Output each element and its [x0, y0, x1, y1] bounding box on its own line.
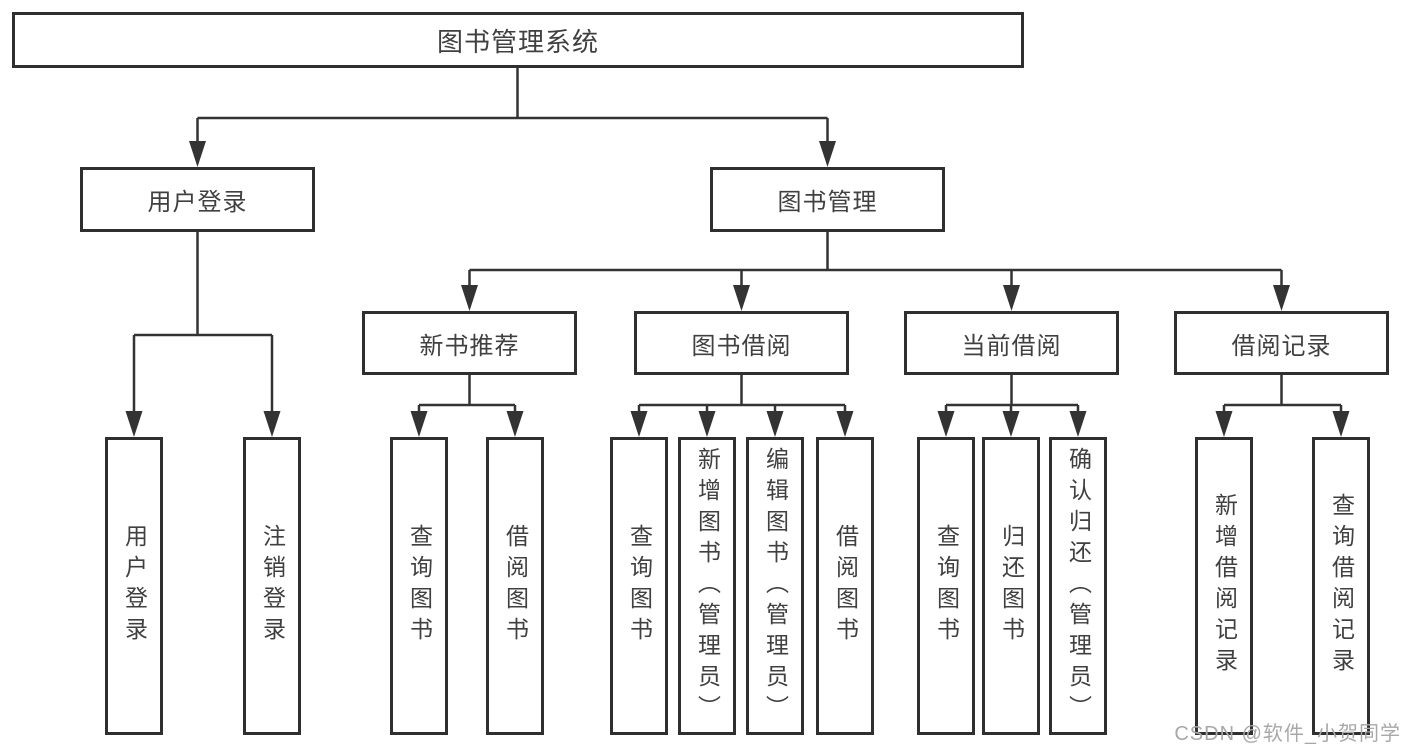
node-label: 查询图书 — [626, 524, 653, 648]
leaf-borrowing-borrow-books: 借阅图书 — [816, 437, 874, 735]
connector-borrow-records-children — [1222, 375, 1343, 415]
connector-new-book-children — [417, 375, 517, 415]
leaf-current-return-books: 归还图书 — [982, 437, 1040, 735]
leaf-logout-login: 注销登录 — [243, 437, 301, 735]
leaf-borrowing-edit-books-admin: 编辑图书（管理员） — [746, 437, 804, 735]
node-label: 用户登录 — [121, 524, 148, 648]
leaf-borrowing-add-books-admin: 新增图书（管理员） — [678, 437, 736, 735]
node-book-borrowing: 图书借阅 — [634, 311, 849, 375]
leaf-current-confirm-return-admin: 确认归还（管理员） — [1049, 437, 1107, 735]
leaf-records-add-borrow-record: 新增借阅记录 — [1195, 437, 1253, 735]
leaf-records-query-borrow-record: 查询借阅记录 — [1312, 437, 1370, 735]
node-label: 编辑图书（管理员） — [762, 446, 789, 726]
csdn-watermark: CSDN @软件_小贺同学 — [1174, 723, 1401, 745]
node-label: 借阅记录 — [1231, 332, 1332, 360]
node-label: 查询图书 — [406, 524, 433, 648]
connector-book-borrow-children — [637, 375, 847, 415]
node-label: 图书管理系统 — [436, 26, 599, 57]
node-label: 新书推荐 — [419, 332, 520, 360]
leaf-borrowing-query-books: 查询图书 — [610, 437, 668, 735]
node-label: 用户登录 — [147, 189, 248, 216]
node-current-borrowing: 当前借阅 — [904, 311, 1119, 375]
node-label: 图书管理 — [777, 189, 878, 216]
leaf-newbook-query-books: 查询图书 — [390, 437, 448, 735]
node-new-book-recommendation: 新书推荐 — [362, 311, 577, 375]
connector-current-borrow-children — [944, 375, 1080, 415]
node-user-login: 用户登录 — [80, 167, 315, 232]
node-label: 查询借阅记录 — [1328, 493, 1355, 679]
node-label: 归还图书 — [998, 524, 1025, 648]
connector-book-management-children — [468, 232, 1283, 289]
node-label: 新增借阅记录 — [1211, 493, 1238, 679]
node-label: 借阅图书 — [832, 524, 859, 648]
node-label: 当前借阅 — [961, 332, 1062, 360]
node-label: 借阅图书 — [502, 524, 529, 648]
node-label: 确认归还（管理员） — [1065, 446, 1092, 726]
node-label: 新增图书（管理员） — [694, 446, 721, 726]
node-library-management-system: 图书管理系统 — [12, 12, 1024, 68]
arrowheads — [125, 141, 1350, 437]
leaf-user-login: 用户登录 — [105, 437, 163, 735]
connector-root-to-level2 — [196, 68, 829, 145]
leaf-current-query-books: 查询图书 — [917, 437, 975, 735]
leaf-newbook-borrow-books: 借阅图书 — [486, 437, 544, 735]
node-label: 图书借阅 — [691, 332, 792, 360]
node-borrowing-records: 借阅记录 — [1174, 311, 1389, 375]
node-label: 查询图书 — [933, 524, 960, 648]
connector-user-login-children — [132, 232, 274, 415]
node-label: 注销登录 — [259, 524, 286, 648]
node-book-management: 图书管理 — [710, 167, 945, 232]
